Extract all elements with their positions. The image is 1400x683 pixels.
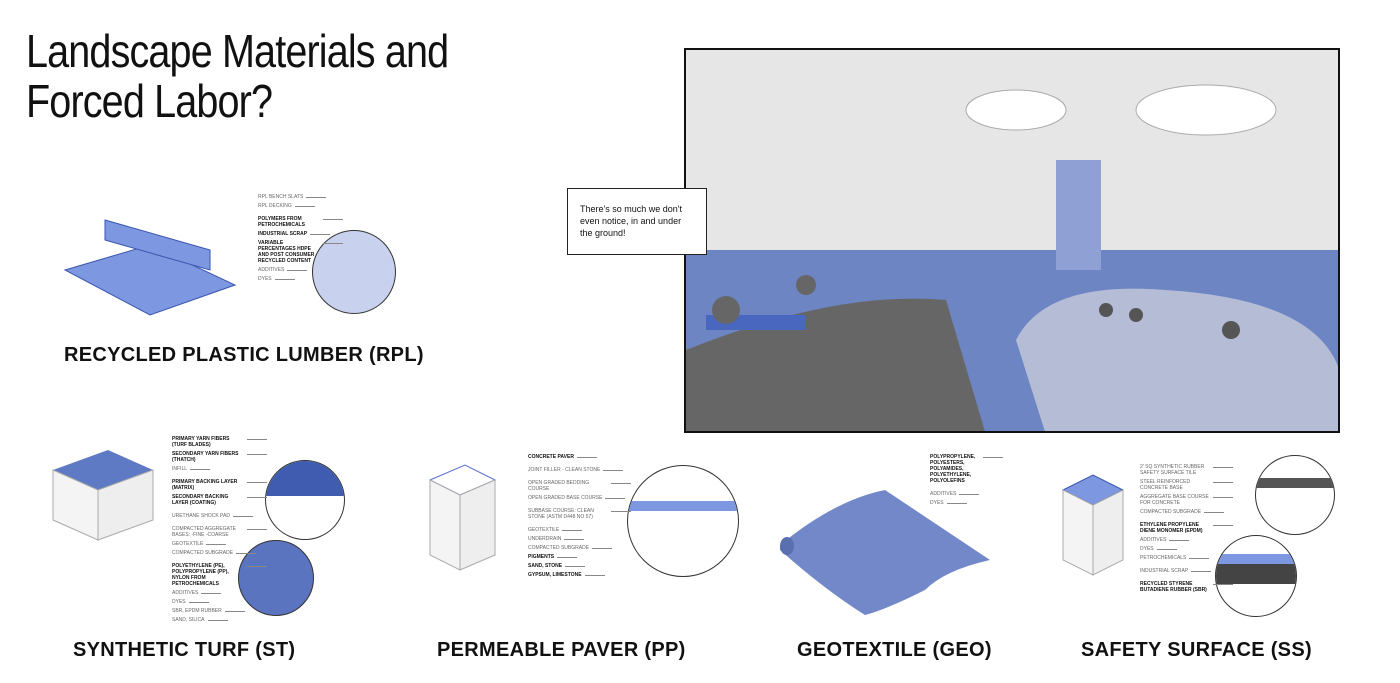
rpl-detail-circle: [312, 230, 396, 314]
st-turf-illustration: [52, 450, 154, 541]
st-material: ADDITIVES: [172, 590, 223, 596]
rpl-heading: RECYCLED PLASTIC LUMBER (RPL): [64, 344, 424, 366]
pp-label-stack: CONCRETE PAVER JOINT FILLER - CLEAN STON…: [528, 454, 631, 578]
st-label: PRIMARY YARN FIBERS (TURF BLADES): [172, 436, 267, 448]
geo-material: POLYPROPYLENE, POLYESTERS, POLYAMIDES, P…: [930, 454, 1003, 484]
playground-scene: [684, 48, 1340, 433]
ss-tile-illustration: [1061, 474, 1125, 576]
title-line-2: Forced Labor?: [26, 75, 273, 127]
st-material: POLYETHYLENE (PE), POLYPROPYLENE (PP), N…: [172, 563, 267, 587]
ss-label: AGGREGATE BASE COURSE FOR CONCRETE: [1140, 494, 1233, 506]
st-label: INFILL: [172, 466, 211, 472]
pp-material: PIGMENTS: [528, 554, 578, 560]
ss-label: COMPACTED SUBGRADE: [1140, 509, 1225, 515]
pp-material: SAND, STONE: [528, 563, 586, 569]
pp-label: UNDERDRAIN: [528, 536, 585, 542]
ss-detail-circle-1: [1255, 455, 1335, 535]
rpl-bench-illustration: [63, 219, 237, 316]
pp-label: OPEN GRADED BEDDING COURSE: [528, 480, 631, 492]
ss-material: ETHYLENE PROPYLENE DIENE MONOMER (EPDM): [1140, 522, 1233, 534]
ss-material: INDUSTRIAL SCRAP: [1140, 568, 1212, 574]
rpl-label: RPL BENCH SLATS: [258, 194, 327, 200]
geo-material: DYES: [930, 500, 966, 506]
pp-label: SUBBASE COURSE: CLEAN STONE (ASTM D448 N…: [528, 508, 631, 520]
rpl-label: RPL DECKING: [258, 203, 315, 209]
title-line-1: Landscape Materials and: [26, 25, 449, 77]
pp-material: GYPSUM, LIMESTONE: [528, 572, 604, 578]
geo-heading: GEOTEXTILE (GEO): [797, 639, 992, 661]
pp-label: GEOTEXTILE: [528, 527, 584, 533]
pp-label: CONCRETE PAVER: [528, 454, 597, 460]
st-label: COMPACTED AGGREGATE BASES: -FINE -COARSE: [172, 526, 267, 538]
ss-material: PETROCHEMICALS: [1140, 555, 1211, 561]
geotextile-roll-illustration: [780, 490, 990, 615]
pp-label: COMPACTED SUBGRADE: [528, 545, 613, 551]
st-label: COMPACTED SUBGRADE: [172, 550, 257, 556]
ss-heading: SAFETY SURFACE (SS): [1081, 639, 1312, 661]
st-label: SECONDARY BACKING LAYER (COATING): [172, 494, 267, 506]
pp-heading: PERMEABLE PAVER (PP): [437, 639, 686, 661]
rpl-label-stack: RPL BENCH SLATS RPL DECKING POLYMERS FRO…: [258, 194, 343, 282]
pp-paver-illustration: [428, 464, 497, 571]
ss-label: STEEL REINFORCED CONCRETE BASE: [1140, 479, 1233, 491]
rpl-material: VARIABLE PERCENTAGES HDPE AND POST CONSU…: [258, 240, 343, 264]
ss-material: ADDITIVES: [1140, 537, 1191, 543]
pp-label: OPEN GRADED BASE COURSE: [528, 495, 627, 501]
st-label: PRIMARY BACKING LAYER (MATRIX): [172, 479, 267, 491]
speech-bubble: There's so much we don't even notice, in…: [567, 188, 707, 255]
st-label-stack: PRIMARY YARN FIBERS (TURF BLADES) SECOND…: [172, 436, 267, 623]
pp-label: JOINT FILLER - CLEAN STONE: [528, 467, 624, 473]
geo-material: ADDITIVES: [930, 491, 981, 497]
ss-material: RECYCLED STYRENE BUTADIENE RUBBER (SBR): [1140, 581, 1233, 593]
st-detail-circle-2: [238, 540, 314, 616]
scene-illustration: [686, 84, 1338, 431]
st-heading: SYNTHETIC TURF (ST): [73, 639, 296, 661]
rpl-material: DYES: [258, 276, 294, 282]
st-material: SBR, EPDM RUBBER: [172, 608, 245, 614]
ss-detail-circle-2: [1215, 535, 1297, 617]
st-detail-circle-1: [265, 460, 345, 540]
st-label: SECONDARY YARN FIBERS (THATCH): [172, 451, 267, 463]
pp-detail-circle: [627, 465, 739, 577]
ss-material: DYES: [1140, 546, 1176, 552]
rpl-material: ADDITIVES: [258, 267, 309, 273]
page-title: Landscape Materials and Forced Labor?: [26, 25, 449, 127]
ss-label-stack: 2' SQ SYNTHETIC RUBBER SAFETY SURFACE TI…: [1140, 464, 1233, 593]
rpl-material: INDUSTRIAL SCRAP: [258, 231, 331, 237]
st-material: DYES: [172, 599, 208, 605]
st-label: URETHANE SHOCK PAD: [172, 513, 253, 519]
ss-label: 2' SQ SYNTHETIC RUBBER SAFETY SURFACE TI…: [1140, 464, 1233, 476]
st-material: SAND, SILICA: [172, 617, 227, 623]
geo-label-stack: POLYPROPYLENE, POLYESTERS, POLYAMIDES, P…: [930, 454, 1003, 506]
st-label: GEOTEXTILE: [172, 541, 228, 547]
rpl-material: POLYMERS FROM PETROCHEMICALS: [258, 216, 343, 228]
